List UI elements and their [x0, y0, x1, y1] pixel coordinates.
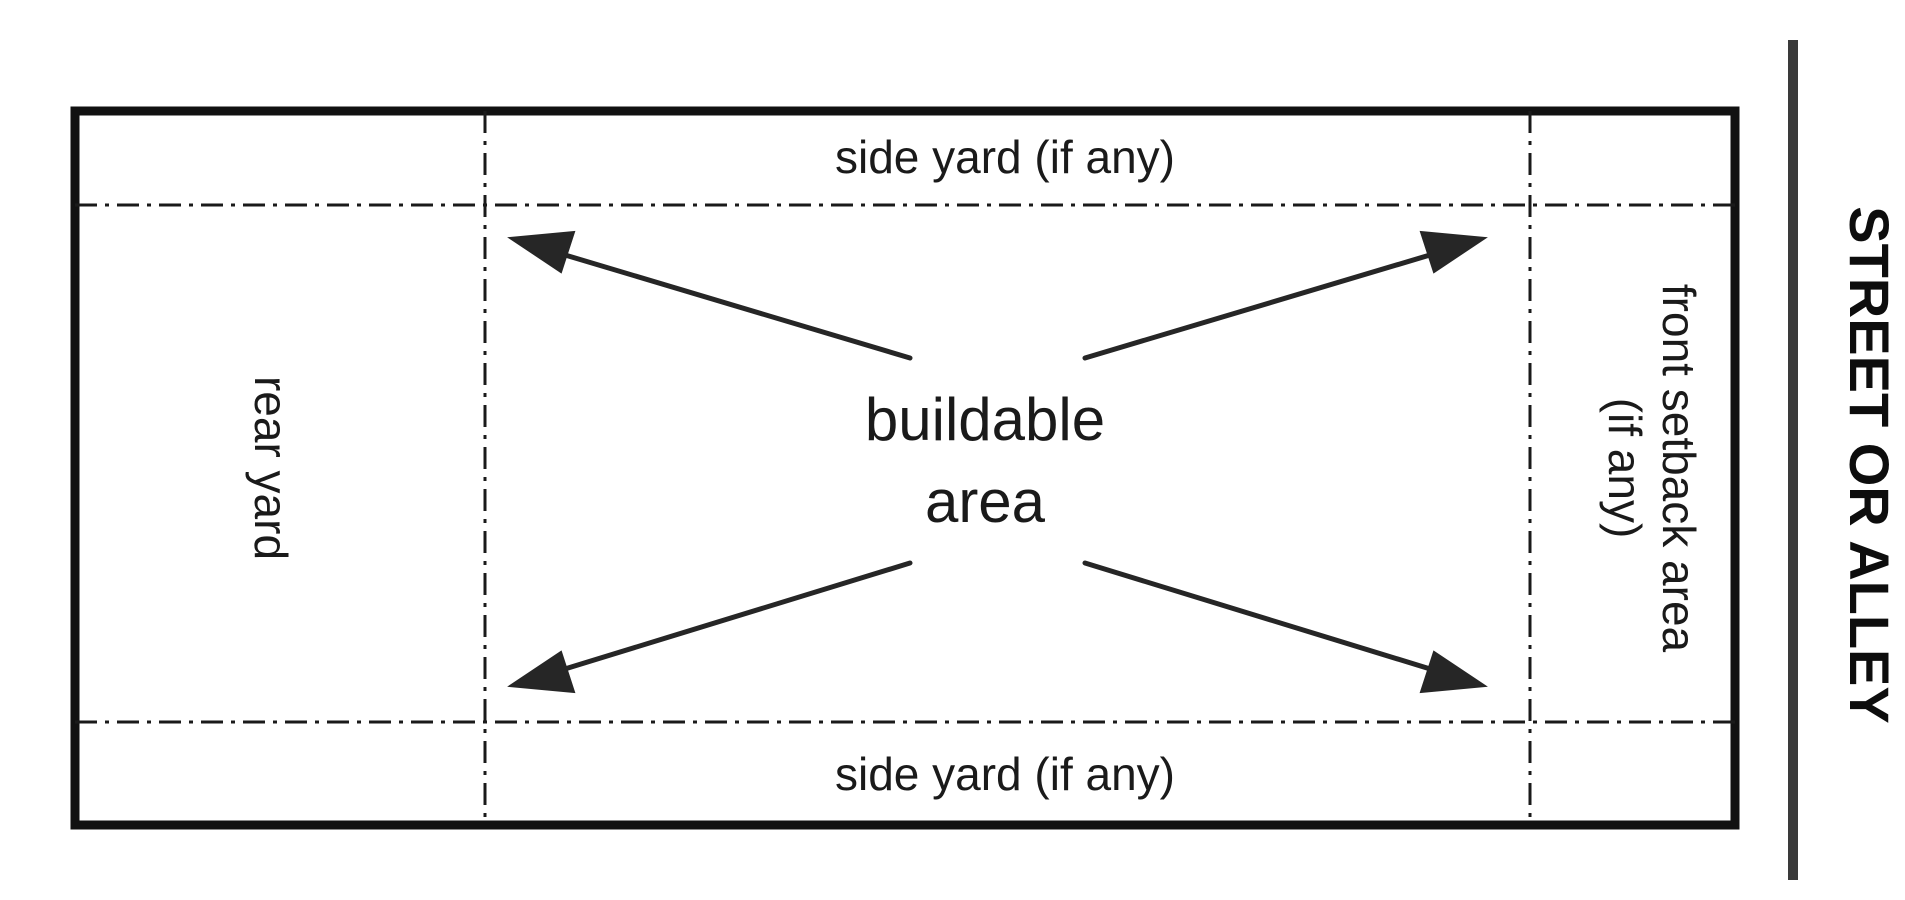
street-bar: [1788, 40, 1798, 880]
front-setback-label: front setback area (if any): [1599, 284, 1705, 653]
arrow-upper-right: [1082, 230, 1488, 361]
buildable-area-label-line2: area: [925, 468, 1046, 535]
lot-boundary: [70, 106, 1740, 830]
rear-yard-label: rear yard: [245, 376, 297, 560]
front-setback-label-line2: (if any): [1599, 398, 1651, 539]
side-yard-top-label: side yard (if any): [835, 131, 1175, 183]
arrow-lower-right: [1082, 560, 1488, 694]
side-yard-bottom-label: side yard (if any): [835, 748, 1175, 800]
arrow-lower-left: [507, 560, 913, 694]
front-setback-label-line1: front setback area: [1653, 284, 1705, 653]
arrow-upper-left: [507, 230, 913, 361]
street-or-alley-label: STREET OR ALLEY: [1838, 206, 1901, 724]
buildable-area-label-line1: buildable: [865, 386, 1105, 453]
